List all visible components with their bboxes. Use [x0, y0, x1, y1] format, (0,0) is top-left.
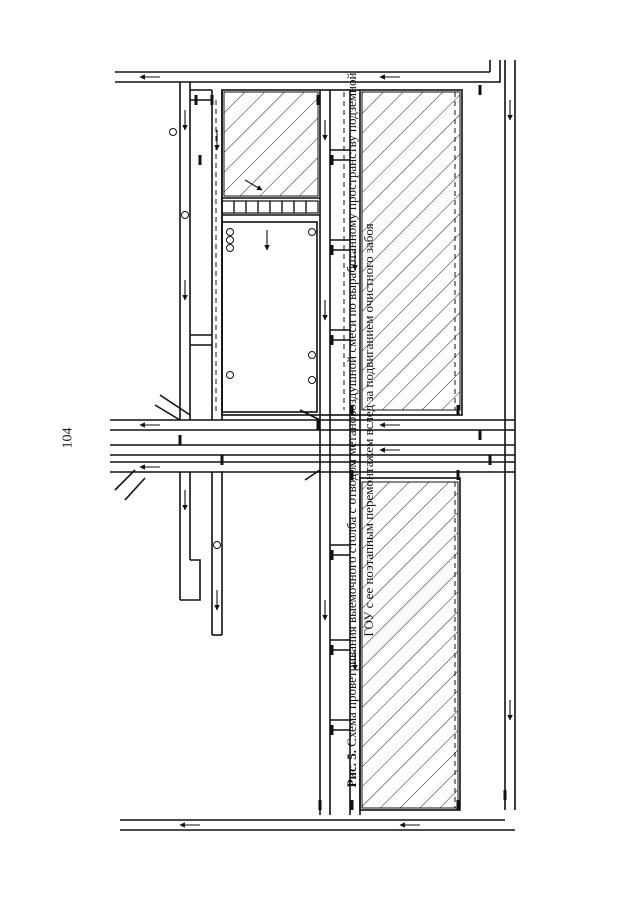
caption-label: Рис. 5. — [344, 746, 359, 788]
center-drift — [319, 90, 331, 815]
airflow-arrows — [139, 74, 513, 828]
bottom-drift — [120, 819, 515, 831]
equipment-row — [221, 200, 319, 214]
sensor-marks — [169, 128, 316, 549]
left-drift-outer — [179, 82, 191, 420]
stope-lower-frame — [359, 477, 461, 811]
ventilation-doors — [178, 85, 507, 810]
goaf-upper-right — [361, 91, 461, 411]
goy-chamber — [221, 221, 318, 413]
right-drift — [504, 60, 516, 810]
figure-caption: Рис. 5. Схема проветривания выемочного с… — [343, 70, 377, 790]
main-roadway — [110, 419, 515, 473]
goaf-lower — [361, 481, 459, 809]
caption-text: Схема проветривания выемочного столба с … — [344, 72, 376, 747]
top-drift — [115, 71, 490, 83]
goaf-upper-left — [223, 91, 319, 197]
